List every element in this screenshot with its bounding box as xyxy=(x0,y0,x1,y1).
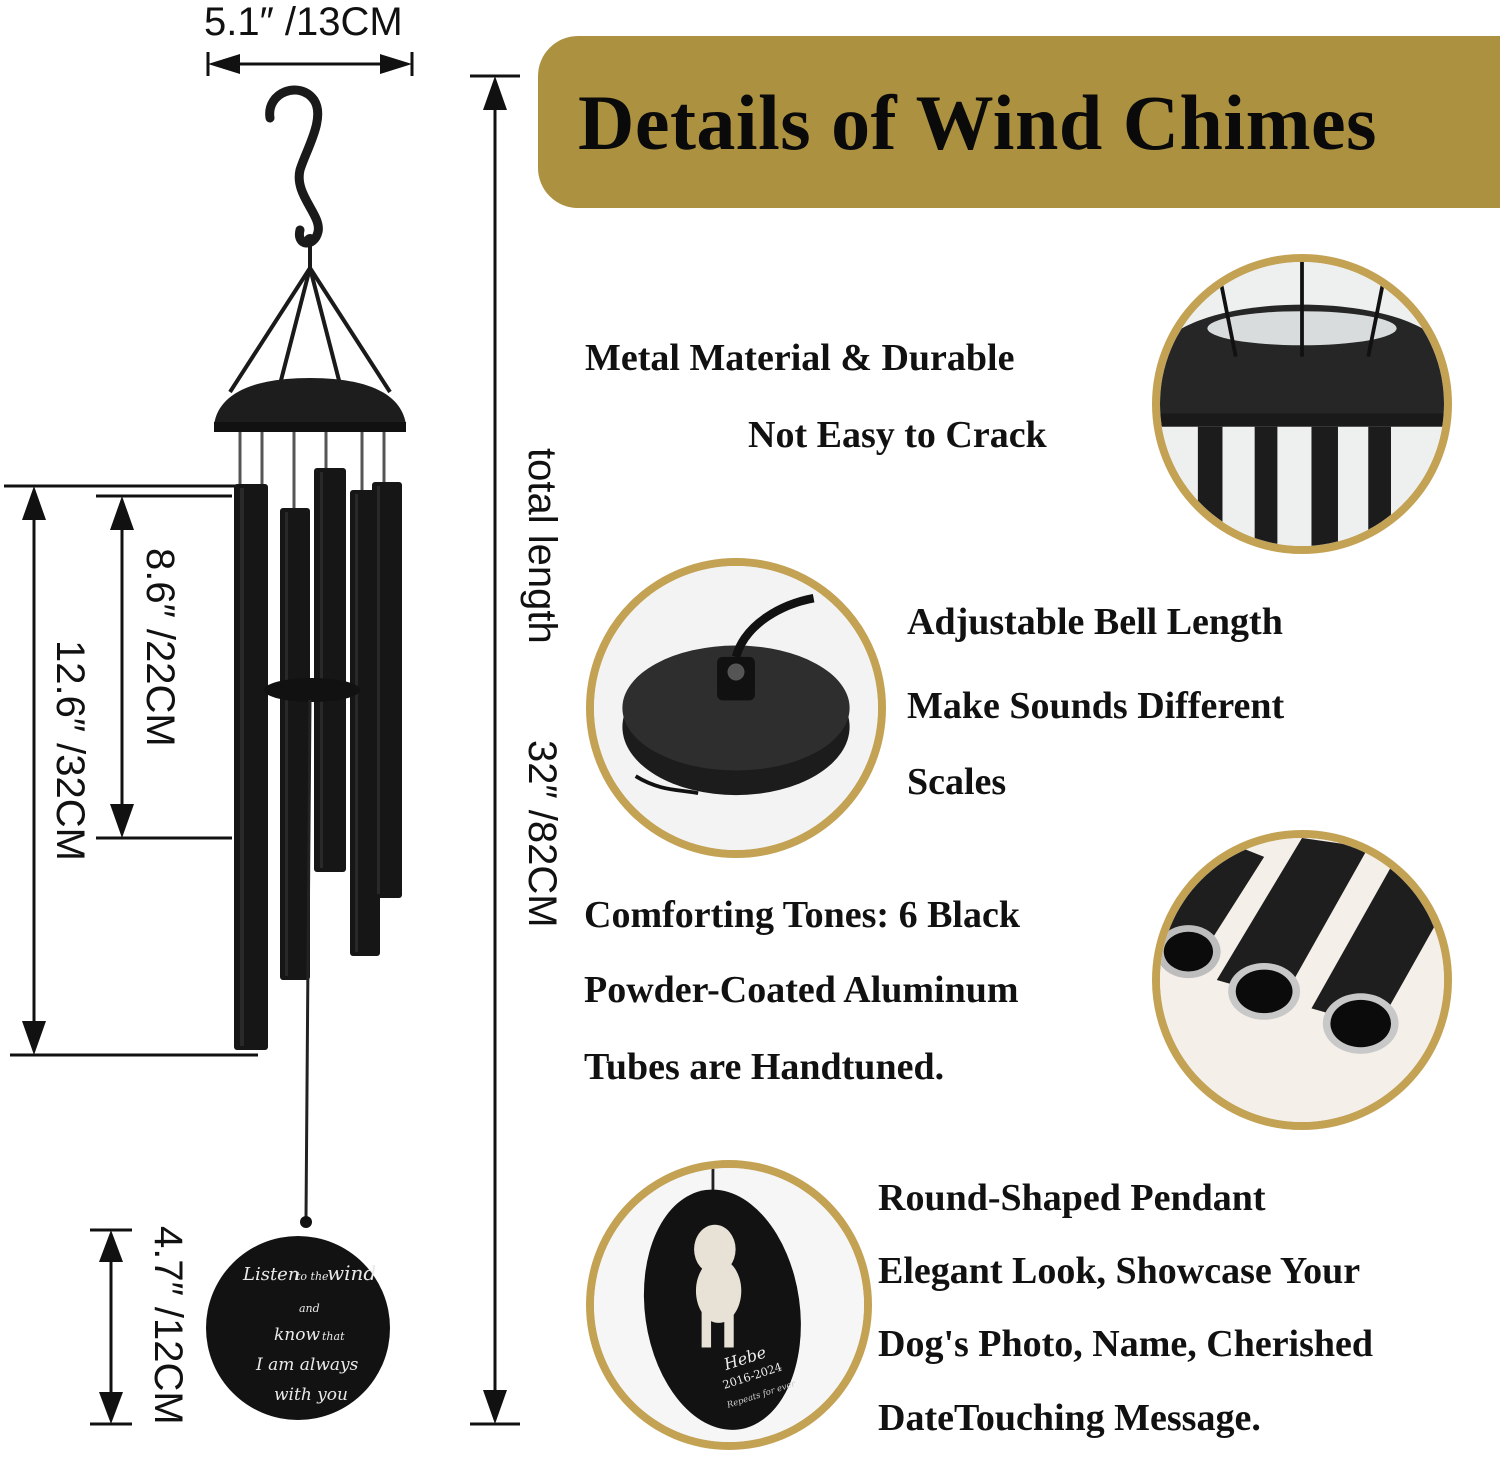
short-tube-arrow xyxy=(96,494,232,840)
short-tube-label: 8.6″ /22CM xyxy=(138,548,182,747)
feature3-line2: Powder-Coated Aluminum xyxy=(584,969,1019,1011)
pendant-arrow xyxy=(90,1228,132,1426)
feature2-line3: Scales xyxy=(907,761,1007,803)
pendant-line1c: wind xyxy=(327,1261,376,1285)
dog-pendant-photo: Hebe 2016-2024 Repeats for ever xyxy=(586,1160,872,1450)
pendant-line1b: to the xyxy=(296,1270,329,1283)
feature1-line1: Metal Material & Durable xyxy=(585,337,1015,379)
pendant-line2: and xyxy=(299,1302,320,1315)
pendant-line5: with you xyxy=(274,1385,348,1405)
feature4-line1: Round-Shaped Pendant xyxy=(878,1177,1266,1219)
feature4-line3: Dog's Photo, Name, Cherished xyxy=(878,1323,1374,1365)
feature3-line1: Comforting Tones: 6 Black xyxy=(584,894,1020,936)
top-cap-photo xyxy=(1152,254,1452,554)
feature4-line4: DateTouching Message. xyxy=(878,1397,1261,1439)
title-banner xyxy=(538,36,1500,208)
total-length-label: total length xyxy=(520,448,564,644)
tubes-photo xyxy=(1152,830,1452,1130)
long-tube-label: 12.6″ /32CM xyxy=(48,640,92,861)
feature3-line3: Tubes are Handtuned. xyxy=(584,1046,945,1088)
width-arrow xyxy=(206,52,414,76)
pendant-line1a: Listen xyxy=(242,1264,299,1285)
feature1-line2: Not Easy to Crack xyxy=(748,414,1047,456)
pendant-line3b: that xyxy=(322,1330,345,1343)
pendant-disc xyxy=(206,1236,390,1420)
tubes xyxy=(234,468,402,1050)
width-dimension-label: 5.1″ /13CM xyxy=(204,0,403,44)
hook xyxy=(265,85,323,248)
pendant-line4: I am always xyxy=(255,1355,359,1375)
total-length-arrow xyxy=(470,74,520,1426)
long-tube-arrow xyxy=(4,484,258,1057)
feature2-line2: Make Sounds Different xyxy=(907,685,1285,727)
feature2-line1: Adjustable Bell Length xyxy=(907,601,1283,643)
feature4-line2: Elegant Look, Showcase Your xyxy=(878,1250,1361,1292)
page-title: Details of Wind Chimes xyxy=(578,79,1378,166)
top-cap xyxy=(214,378,406,425)
total-length-value: 32″ /82CM xyxy=(520,740,564,928)
wind-chime-illustration: Listen to the wind and know that I am al… xyxy=(4,52,520,1426)
striker-disc-photo xyxy=(586,558,886,858)
pendant-size-label: 4.7″ /12CM xyxy=(146,1226,190,1425)
pendant-line3a: know xyxy=(274,1325,320,1345)
